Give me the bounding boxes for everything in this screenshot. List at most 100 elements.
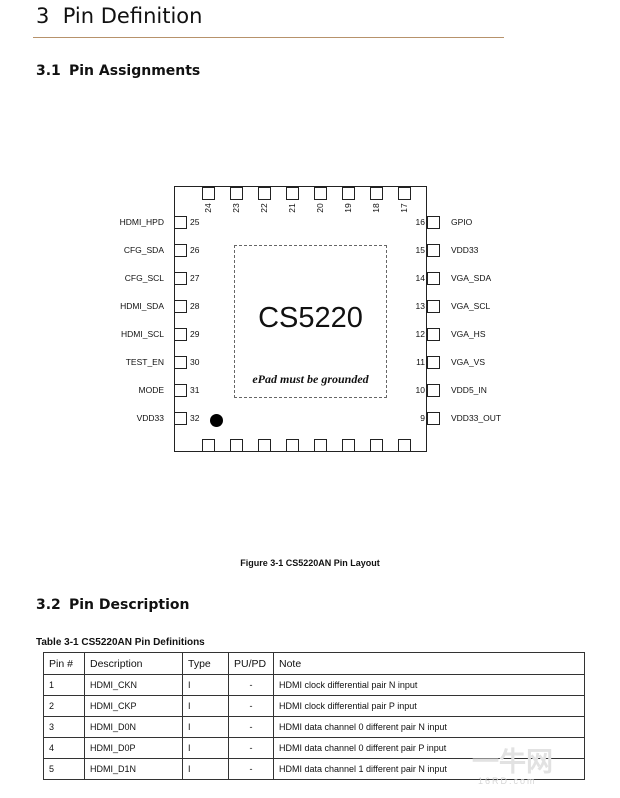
pin-number: 31 <box>190 385 200 395</box>
pin-pad-left <box>174 300 187 313</box>
pin-signal-label: VGA_SCL <box>451 301 491 311</box>
cell-pupd: - <box>228 758 274 780</box>
pin-number: 9 <box>420 413 425 423</box>
table-row: 5 HDMI_D1N I - HDMI data channel 1 diffe… <box>43 758 585 780</box>
cell-pin: 4 <box>43 737 85 759</box>
pin-pad-right <box>427 272 440 285</box>
pin-pad-top <box>314 187 327 200</box>
pin-number: 27 <box>190 273 200 283</box>
cell-pin: 2 <box>43 695 85 717</box>
pin-number: 15 <box>415 245 425 255</box>
cell-type: I <box>182 695 229 717</box>
chapter-heading: 3 Pin Definition <box>36 4 202 28</box>
pin-number: 32 <box>190 413 200 423</box>
heading-rule <box>33 37 504 38</box>
pin-number: 14 <box>415 273 425 283</box>
pin-number: 11 <box>416 357 425 367</box>
cell-note: HDMI clock differential pair N input <box>273 674 585 696</box>
pin-signal-label: CFG_SCL <box>124 273 164 283</box>
pin-pad-left <box>174 216 187 229</box>
pin-pad-bottom <box>314 439 327 452</box>
pin-pad-bottom <box>398 439 411 452</box>
cell-type: I <box>182 674 229 696</box>
table-caption: Table 3-1 CS5220AN Pin Definitions <box>36 637 205 648</box>
pin-pad-left <box>174 356 187 369</box>
pin-pad-left <box>174 244 187 257</box>
pin-pad-top <box>342 187 355 200</box>
pin-number: 20 <box>315 203 325 213</box>
pin-pad-top <box>230 187 243 200</box>
pin-number: 18 <box>371 203 381 213</box>
pin-signal-label: VDD33 <box>451 245 479 255</box>
pin-signal-label: VGA_HS <box>451 329 486 339</box>
cell-note: HDMI clock differential pair P input <box>273 695 585 717</box>
cell-note: HDMI data channel 1 different pair N inp… <box>273 758 585 780</box>
pin-pad-bottom <box>370 439 383 452</box>
pin-pad-left <box>174 384 187 397</box>
pin-pad-top <box>286 187 299 200</box>
cell-pupd: - <box>228 716 274 738</box>
exposed-pad-outline <box>234 245 387 398</box>
pin-pad-right <box>427 300 440 313</box>
pin-pad-bottom <box>258 439 271 452</box>
pin-number: 10 <box>415 385 425 395</box>
pin-number: 13 <box>415 301 425 311</box>
header-type: Type <box>182 652 229 675</box>
cell-pin: 1 <box>43 674 85 696</box>
pin-number: 26 <box>190 245 200 255</box>
pin-pad-right <box>427 356 440 369</box>
pin-pad-top <box>398 187 411 200</box>
pin-number: 24 <box>203 203 213 213</box>
pin-pad-right <box>427 216 440 229</box>
header-description: Description <box>84 652 183 675</box>
pin-number: 21 <box>287 203 297 213</box>
pin-signal-label: VDD5_IN <box>451 385 487 395</box>
pin-number: 19 <box>343 203 353 213</box>
pin-signal-label: GPIO <box>451 217 473 227</box>
cell-type: I <box>182 737 229 759</box>
pin-pad-right <box>427 244 440 257</box>
chip-name: CS5220 <box>258 302 363 334</box>
table-row: 1 HDMI_CKN I - HDMI clock differential p… <box>43 674 585 696</box>
header-pin-number: Pin # <box>43 652 85 675</box>
chapter-number: 3 <box>36 4 50 28</box>
cell-pupd: - <box>228 674 274 696</box>
pin-signal-label: VDD33_OUT <box>451 413 502 423</box>
pin-signal-label: VDD33 <box>136 413 164 423</box>
header-pupd: PU/PD <box>228 652 274 675</box>
pin-number: 12 <box>415 329 425 339</box>
epad-note: ePad must be grounded <box>252 372 369 386</box>
pin-number: 22 <box>259 203 269 213</box>
watermark-url: 16RD.com <box>478 776 537 786</box>
header-note: Note <box>273 652 585 675</box>
pin-signal-label: HDMI_SCL <box>121 329 164 339</box>
cell-pin: 5 <box>43 758 85 780</box>
pin-pad-top <box>370 187 383 200</box>
pin-signal-label: VGA_VS <box>451 357 486 367</box>
pin-signal-label: MODE <box>138 385 165 395</box>
pin-number: 16 <box>415 217 425 227</box>
cell-description: HDMI_D0N <box>84 716 183 738</box>
pin-pad-left <box>174 328 187 341</box>
pin-signal-label: HDMI_SDA <box>120 301 164 311</box>
pin-pad-bottom <box>202 439 215 452</box>
pin-pad-left <box>174 272 187 285</box>
pin-signal-label: HDMI_HPD <box>119 217 164 227</box>
watermark-logo: 一牛网 <box>472 747 553 777</box>
pin-pad-bottom <box>286 439 299 452</box>
pin-definitions-table: Pin # Description Type PU/PD Note 1 HDMI… <box>43 652 585 780</box>
pin1-marker-dot <box>210 414 223 427</box>
pin-pad-right <box>427 384 440 397</box>
table-row: 4 HDMI_D0P I - HDMI data channel 0 diffe… <box>43 737 585 759</box>
cell-description: HDMI_D1N <box>84 758 183 780</box>
pin-number: 28 <box>190 301 200 311</box>
pin-number: 23 <box>231 203 241 213</box>
pin-pad-right <box>427 412 440 425</box>
figure-caption: Figure 3-1 CS5220AN Pin Layout <box>240 558 380 568</box>
pin-pad-right <box>427 328 440 341</box>
pin-number: 25 <box>190 217 200 227</box>
cell-pupd: - <box>228 695 274 717</box>
pin-pad-bottom <box>342 439 355 452</box>
